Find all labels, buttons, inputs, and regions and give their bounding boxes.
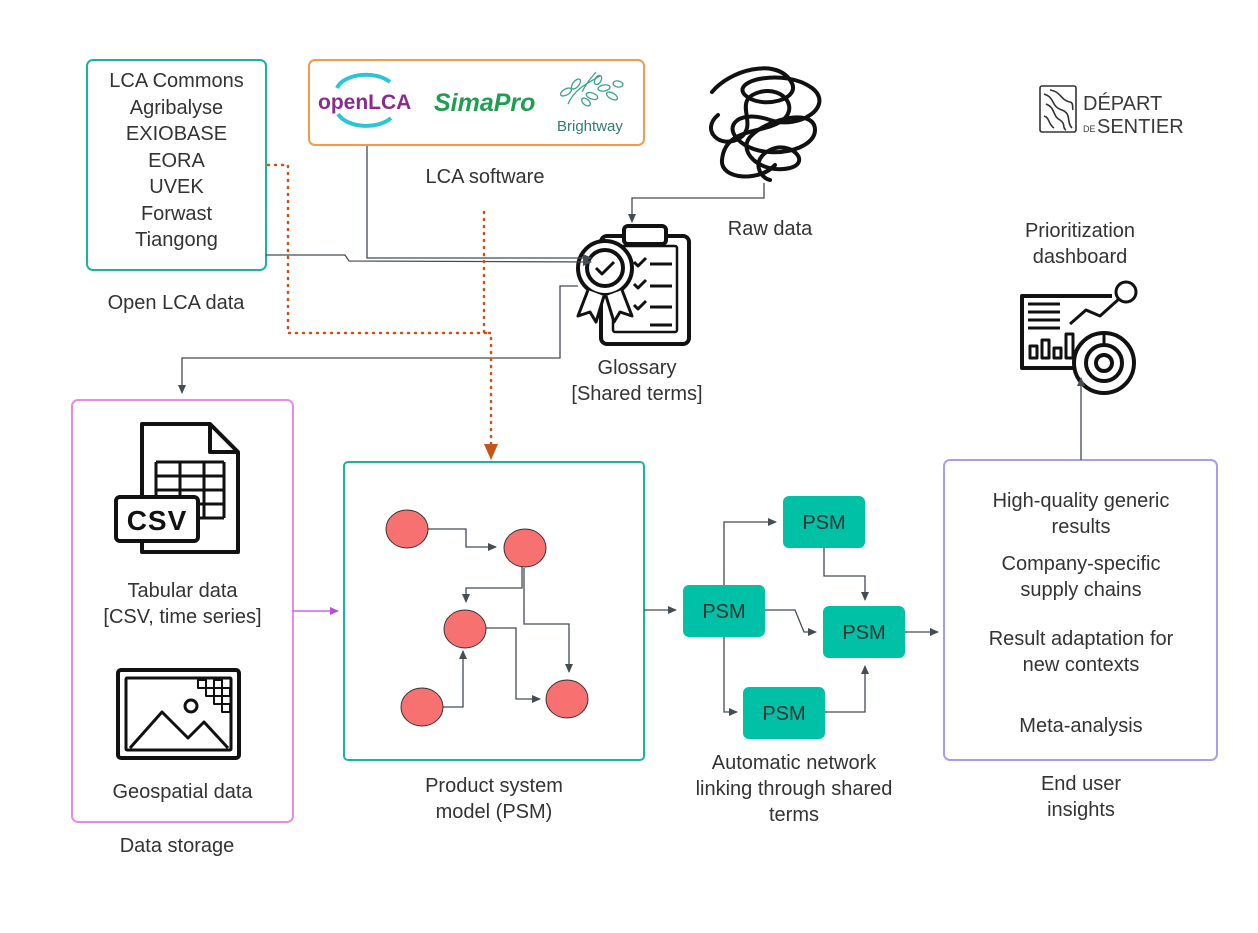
dataset-item: UVEK xyxy=(149,176,204,198)
dataset-item: LCA Commons xyxy=(109,70,244,92)
tabular-data-label: Tabular data [CSV, time series] xyxy=(103,580,262,628)
csv-icon-label: CSV xyxy=(127,505,188,536)
psm-graph xyxy=(385,509,589,727)
edge-n3-n5 xyxy=(486,627,541,703)
psm-network: PSM PSM PSM PSM xyxy=(683,496,905,739)
dotted-open-data-to-psm xyxy=(266,163,493,335)
arrow-open-data-to-glossary xyxy=(266,254,592,266)
psm-node-label: PSM xyxy=(842,622,885,644)
dotted-arrowhead xyxy=(484,444,498,460)
arrow-psm-c-to-d xyxy=(825,665,869,713)
arrow-glossary-to-storage xyxy=(178,285,578,394)
svg-text:DE: DE xyxy=(1083,124,1096,134)
psm-node-d xyxy=(823,606,905,658)
glossary-label: Glossary [Shared terms] xyxy=(571,357,703,405)
edge-n4-n3 xyxy=(443,650,467,708)
psm-node-c xyxy=(743,687,825,739)
psm-node-label: PSM xyxy=(802,512,845,534)
raw-data-label: Raw data xyxy=(727,218,813,240)
svg-text:SimaPro: SimaPro xyxy=(434,89,535,117)
raw-data-scribble-icon xyxy=(709,66,822,182)
dataset-item: Tiangong xyxy=(135,229,218,251)
network-linking-label: Automatic network linking through shared… xyxy=(695,752,893,826)
insight-meta-analysis: Meta-analysis xyxy=(1019,715,1143,737)
dataset-item: EXIOBASE xyxy=(125,123,228,145)
psm-node-a xyxy=(683,585,765,637)
openlca-logo: openLCA xyxy=(318,72,411,128)
svg-text:SENTIER: SENTIER xyxy=(1097,116,1184,138)
graph-node xyxy=(443,609,487,649)
geospatial-data-label: Geospatial data xyxy=(112,781,253,803)
psm-label: Product system model (PSM) xyxy=(425,775,563,823)
arrow-psm-b-to-d xyxy=(823,547,869,601)
open-lca-data-list: LCA Commons Agribalyse EXIOBASE EORA UVE… xyxy=(87,68,266,254)
insight-generic-results: High-quality generic results xyxy=(992,490,1170,538)
lca-software-box xyxy=(308,59,645,146)
psm-node-label: PSM xyxy=(762,703,805,725)
dataset-item: Agribalyse xyxy=(129,96,224,119)
arrow-psm-a-to-d xyxy=(765,609,817,636)
edge-n2-n3 xyxy=(462,565,523,603)
graph-node xyxy=(545,679,589,719)
insight-result-adaptation: Result adaptation for new contexts xyxy=(988,628,1174,676)
edge-n2-n5 xyxy=(523,568,573,673)
data-storage-label: Data storage xyxy=(119,835,235,857)
svg-text:Brightway: Brightway xyxy=(557,118,623,135)
end-user-insights-label: End user insights xyxy=(1040,773,1122,821)
brightway-logo: Brightway xyxy=(557,71,624,135)
svg-text:DÉPART: DÉPART xyxy=(1083,92,1162,115)
dotted-software-to-psm xyxy=(482,210,493,450)
arrow-psm-a-to-b xyxy=(723,518,777,586)
psm-box xyxy=(343,461,645,761)
connectors xyxy=(178,146,1085,716)
dashboard-chart-icon xyxy=(1020,280,1138,395)
edge-n1-n2 xyxy=(428,528,497,551)
open-lca-data-box xyxy=(86,59,267,271)
simapro-logo: SimaPro xyxy=(434,89,535,117)
dashboard-label: Prioritization dashboard xyxy=(1024,220,1136,268)
arrow-software-to-glossary xyxy=(366,146,592,262)
glossary-clipboard-icon xyxy=(576,224,691,346)
dotted-links xyxy=(266,163,493,450)
csv-file-icon xyxy=(114,422,240,554)
psm-node-label: PSM xyxy=(702,601,745,623)
geospatial-image-icon xyxy=(116,668,241,760)
graph-node xyxy=(385,509,429,549)
lca-software-label: LCA software xyxy=(425,166,545,188)
graph-node xyxy=(503,528,547,568)
open-lca-data-label: Open LCA data xyxy=(107,292,245,314)
dataset-item: Forwast xyxy=(140,202,213,225)
depart-de-sentier-logo: DÉPART DE SENTIER xyxy=(1039,85,1184,138)
arrow-raw-data-to-glossary xyxy=(628,183,765,223)
arrow-psm-a-to-c xyxy=(723,636,738,716)
insight-supply-chains: Company-specific supply chains xyxy=(1001,553,1161,601)
svg-text:openLCA: openLCA xyxy=(318,91,411,114)
psm-node-b xyxy=(783,496,865,548)
dataset-item: EORA xyxy=(148,149,205,172)
graph-node xyxy=(400,687,444,727)
